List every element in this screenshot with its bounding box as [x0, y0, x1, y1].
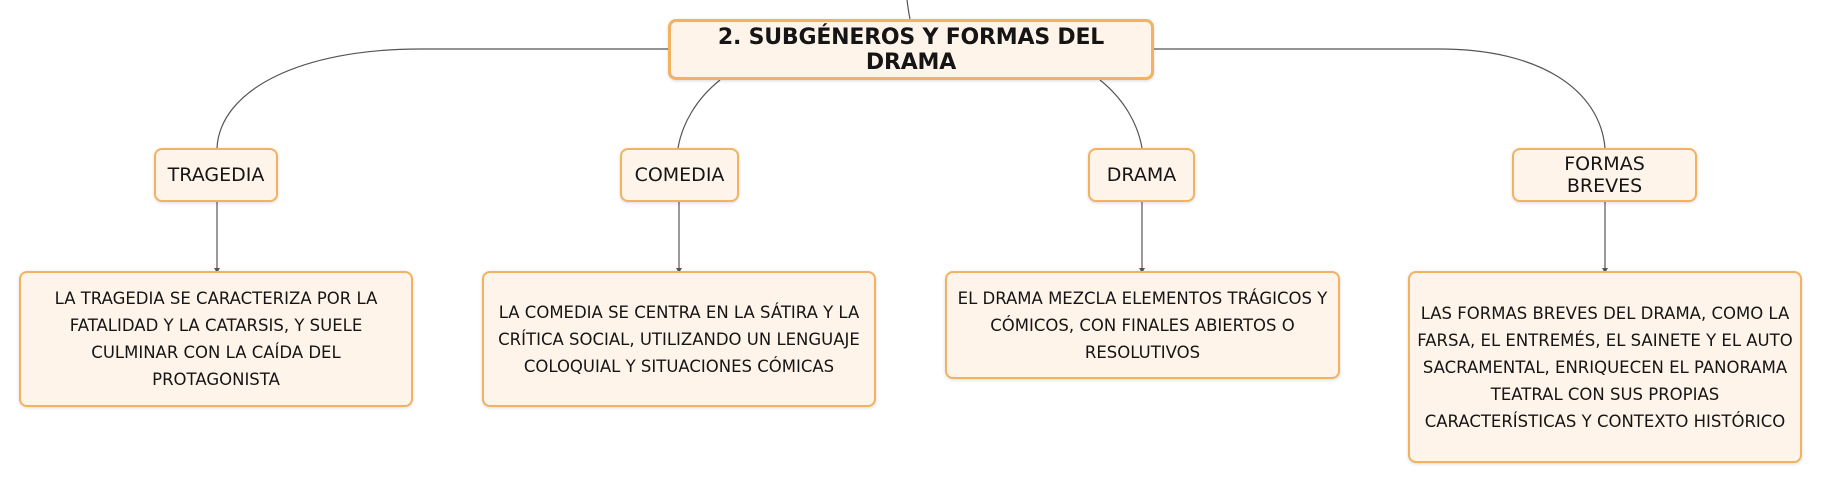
arrowhead-tragedia [214, 268, 220, 273]
branch-node-drama[interactable]: DRAMA [1088, 148, 1195, 202]
connector-root-comedia [677, 79, 721, 149]
description-node-tragedia[interactable]: LA TRAGEDIA SE CARACTERIZA POR LA FATALI… [19, 271, 413, 407]
arrowhead-comedia [676, 268, 682, 273]
description-node-comedia[interactable]: LA COMEDIA SE CENTRA EN LA SÁTIRA Y LA C… [482, 271, 876, 407]
arrowhead-formas-breves [1602, 268, 1608, 273]
description-node-drama[interactable]: EL DRAMA MEZCLA ELEMENTOS TRÁGICOS Y CÓM… [945, 271, 1340, 379]
connector-root-tragedia [216, 48, 668, 149]
branch-label-drama: DRAMA [1106, 164, 1177, 186]
branch-label-tragedia: TRAGEDIA [167, 164, 265, 186]
connector-root-drama [1099, 79, 1143, 149]
description-node-formas-breves[interactable]: LAS FORMAS BREVES DEL DRAMA, COMO LA FAR… [1408, 271, 1802, 463]
connector-root-formas-breves [1154, 48, 1606, 149]
description-text-comedia: LA COMEDIA SE CENTRA EN LA SÁTIRA Y LA C… [498, 302, 860, 376]
description-text-formas-breves: LAS FORMAS BREVES DEL DRAMA, COMO LA FAR… [1417, 303, 1793, 431]
description-text-tragedia: LA TRAGEDIA SE CARACTERIZA POR LA FATALI… [54, 289, 378, 389]
branch-label-comedia: COMEDIA [634, 164, 725, 186]
branch-node-tragedia[interactable]: TRAGEDIA [154, 148, 278, 202]
root-topic-label: 2. SUBGÉNEROS Y FORMAS DEL DRAMA [717, 24, 1105, 75]
branch-label-formas-breves: FORMAS BREVES [1564, 153, 1645, 197]
branch-node-comedia[interactable]: COMEDIA [620, 148, 739, 202]
arrowhead-drama [1139, 268, 1145, 273]
root-topic-node[interactable]: 2. SUBGÉNEROS Y FORMAS DEL DRAMA [668, 19, 1154, 80]
connector-parent-root [906, 0, 911, 20]
branch-node-formas-breves[interactable]: FORMAS BREVES [1512, 148, 1697, 202]
description-text-drama: EL DRAMA MEZCLA ELEMENTOS TRÁGICOS Y CÓM… [957, 288, 1328, 362]
